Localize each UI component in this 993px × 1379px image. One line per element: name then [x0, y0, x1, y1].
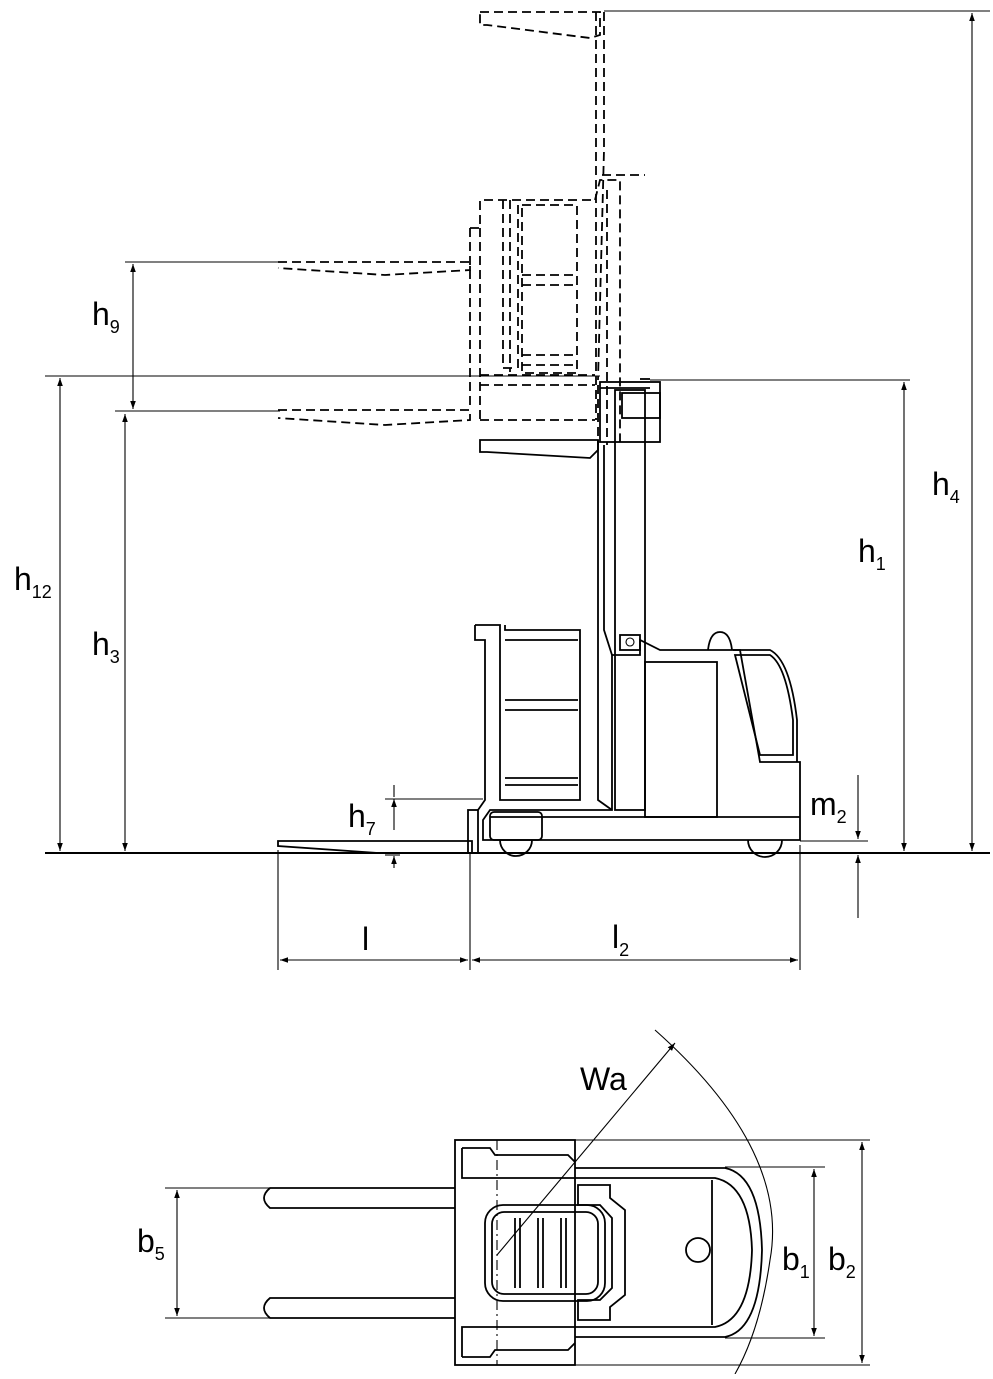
side-view: h9 h12 h3 h7 h1 h4 m2 l l2	[14, 10, 990, 970]
platform-outline	[454, 1139, 576, 1366]
floor-plate	[484, 1204, 606, 1302]
mast-front	[597, 440, 613, 811]
turning-arc	[654, 1029, 774, 1375]
mast-top	[577, 1184, 626, 1321]
drive-unit	[489, 811, 543, 841]
label-h4: h4	[932, 466, 960, 507]
label-l2: l2	[612, 919, 629, 960]
fork-bottom	[263, 1297, 455, 1319]
steering-knob	[685, 1237, 711, 1263]
top-view: Wa b5 b1 b2	[137, 1029, 870, 1375]
overhead-guard	[479, 439, 599, 459]
control-knob	[707, 631, 733, 651]
label-h12: h12	[14, 561, 52, 602]
label-h9: h9	[92, 296, 120, 337]
label-h3: h3	[92, 626, 120, 667]
drive-wheel	[747, 839, 783, 858]
chassis-top	[575, 1167, 763, 1338]
label-wa: Wa	[580, 1061, 627, 1097]
label-h1: h1	[858, 533, 886, 574]
fork-raised-mid	[277, 261, 471, 276]
fork-raised-low	[277, 409, 471, 426]
operator-cage	[475, 624, 581, 801]
label-h7: h7	[348, 798, 376, 839]
fork-lowered	[277, 840, 473, 854]
wa-dimension	[496, 1042, 676, 1256]
mast-column	[614, 389, 646, 811]
cage-raised	[521, 204, 578, 374]
label-l: l	[362, 921, 369, 957]
fork-top	[263, 1187, 455, 1209]
label-m2: m2	[810, 786, 847, 827]
label-b1: b1	[782, 1241, 810, 1282]
label-b2: b2	[828, 1241, 856, 1282]
load-wheel	[499, 839, 533, 857]
overhead-guard-raised	[479, 11, 601, 39]
carriage-base	[467, 809, 479, 854]
battery-compartment	[644, 661, 718, 818]
mast-head	[599, 381, 661, 443]
hood	[733, 649, 798, 762]
label-b5: b5	[137, 1223, 165, 1264]
